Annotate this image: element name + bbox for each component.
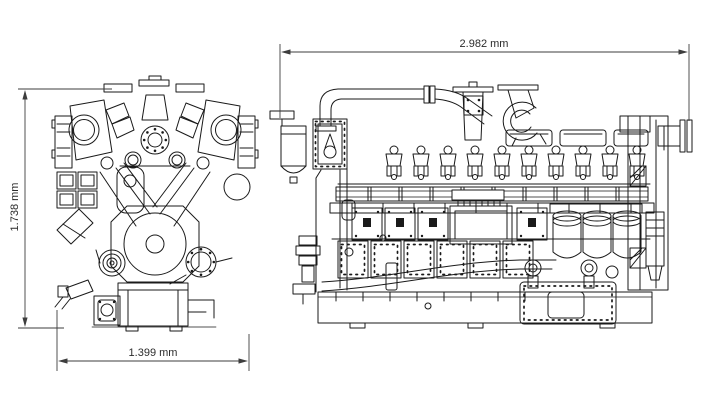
side-transfer-pipe: [321, 259, 557, 292]
dimension-engine-height: 1.738 mm: [9, 88, 112, 329]
side-pulley-stack: [292, 235, 321, 305]
side-ecm-box: [449, 200, 513, 245]
front-top-covers: [103, 75, 205, 93]
front-aftercooler-right: [237, 115, 259, 169]
front-turbo-left: [68, 99, 135, 161]
side-front-plate: [312, 118, 348, 170]
side-outlet-flange: [657, 119, 693, 153]
side-lifting-brackets: [629, 165, 647, 269]
dimension-annotations: 1.738 mm 1.399 mm 2.982 mm: [9, 38, 690, 371]
side-oil-pan: [317, 291, 653, 329]
side-intake-riser-2: [497, 84, 539, 119]
arrowhead-right: [678, 49, 688, 55]
dimension-engine-width: 1.399 mm: [56, 310, 250, 371]
arrowhead-right: [238, 358, 248, 364]
front-pto-flange: [185, 173, 251, 278]
front-bracket-teardrop: [116, 166, 145, 214]
side-view: [269, 81, 693, 329]
arrowhead-up: [22, 90, 28, 100]
side-rocker-row: [337, 145, 651, 185]
side-front-housing: [315, 167, 356, 293]
front-turbo-right: [175, 99, 242, 161]
front-view: [51, 75, 259, 332]
dimension-label-width: 1.399 mm: [129, 347, 178, 359]
dimension-label-height: 1.738 mm: [9, 183, 21, 232]
front-aftercooler-left: [51, 115, 73, 169]
front-starter: [56, 208, 94, 245]
side-manifold-rails: [329, 186, 655, 214]
side-crankcase-covers: [331, 238, 651, 279]
dimension-engine-length: 2.982 mm: [279, 38, 690, 121]
dimension-label-length: 2.982 mm: [460, 38, 509, 50]
arrowhead-down: [22, 317, 28, 327]
front-damper: [110, 205, 200, 283]
side-breather-right: [645, 211, 665, 281]
front-v-block: [99, 162, 211, 227]
side-water-pump-module: [519, 259, 619, 325]
arrowhead-left: [281, 49, 291, 55]
side-turbocharger: [502, 101, 547, 147]
side-intake-riser-1: [452, 81, 494, 141]
front-center-flange: [100, 94, 210, 170]
front-pump: [54, 279, 121, 326]
front-cooler-stack: [56, 171, 98, 209]
side-oil-filters: [549, 203, 643, 259]
front-oil-pan: [91, 282, 217, 332]
front-pulley: [98, 249, 126, 277]
front-misc: [95, 249, 233, 319]
side-breather-canister: [269, 110, 307, 184]
arrowhead-left: [58, 358, 68, 364]
side-exhaust-pipe: [315, 85, 493, 132]
